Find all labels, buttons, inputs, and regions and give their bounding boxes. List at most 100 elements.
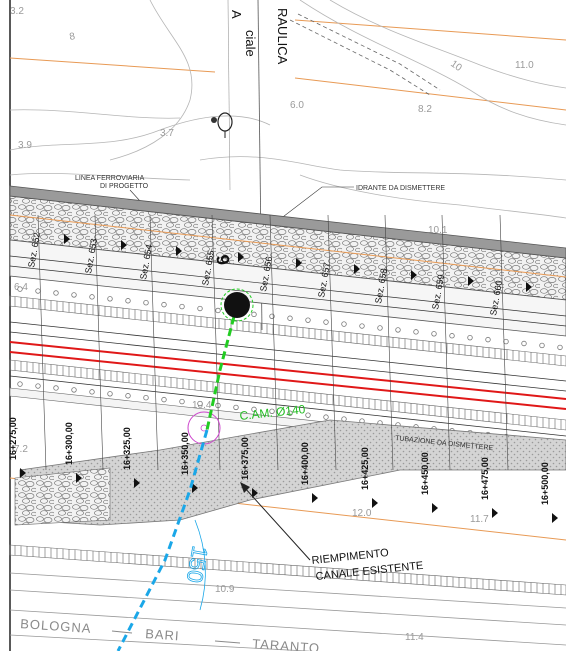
section-line (37, 214, 47, 471)
section-line (441, 214, 451, 471)
chainage-arrow (492, 508, 498, 518)
idrante-marker-ring (220, 288, 254, 322)
embankment-circle (413, 329, 419, 335)
section-arrow (64, 234, 70, 244)
section-arrow (411, 270, 417, 280)
chainage-label: 16+425,00 (360, 447, 370, 490)
track-circle (71, 387, 77, 393)
riempimento-leader (243, 486, 311, 561)
embankment-circle (71, 292, 77, 298)
idrante-label: IDRANTE DA DISMETTERE (356, 185, 445, 192)
road-name-bologna: BOLOGNA (20, 616, 92, 636)
marker-number-9: 9 (212, 253, 233, 266)
top-road-name-1: ciale (243, 30, 258, 57)
embankment-circle (161, 301, 167, 308)
elevation-label: 3.2 (10, 6, 24, 17)
embankment-circle (179, 303, 185, 310)
embankment-circle (35, 288, 41, 294)
section-arrow (354, 264, 360, 274)
elevation-label: 10.9 (215, 584, 235, 595)
rail-label-line2: DI PROGETTO (100, 183, 149, 190)
embankment-circle (107, 296, 113, 302)
embankment-circle (197, 305, 203, 312)
track-circle (305, 412, 311, 418)
track-circle (107, 391, 113, 397)
formation-band (9, 239, 566, 337)
section-line (211, 214, 221, 471)
elevation-label: 12.0 (352, 508, 372, 519)
chainage-label: 16+475,00 (480, 457, 490, 500)
fence-band-mid (9, 359, 566, 431)
chainage-label: 16+275,00 (8, 417, 18, 460)
top-road-name-2: A (229, 10, 244, 19)
embankment-circle (539, 342, 545, 349)
rail-label-line1: LINEA FERROVIARIA (75, 175, 145, 182)
tree-symbol (217, 112, 233, 138)
chainage-arrow (432, 503, 438, 513)
chainage-label: 16+400,00 (300, 442, 310, 485)
section-arrow (176, 246, 182, 256)
embankment-circle (449, 333, 455, 339)
track-circle (323, 414, 329, 420)
embankment-circle (53, 290, 59, 296)
railway-black-lines (9, 321, 566, 437)
track-circle (269, 408, 275, 414)
embankment-circle (323, 319, 329, 325)
canal-gravel-patch (14, 467, 111, 526)
embankment-circle (269, 313, 275, 319)
embankment-circle (359, 323, 365, 329)
embankment-circle (287, 315, 293, 321)
chainage-arrow (312, 493, 318, 503)
section-arrow (238, 252, 244, 262)
canal-fill-area (19, 419, 566, 526)
embankment-circle (395, 327, 401, 333)
section-arrow (526, 282, 532, 292)
elevation-label: 3.9 (18, 140, 32, 151)
railway-red-lines (9, 341, 566, 410)
top-road-name-3: RAULICA (275, 8, 290, 65)
embankment-circle (89, 294, 95, 300)
elevation-label: 11.4 (405, 632, 424, 643)
section-arrow (296, 258, 302, 268)
road-dash-1 (111, 630, 133, 634)
elevation-label: 10.1 (428, 225, 448, 236)
chainage-label: 16+375,00 (240, 437, 250, 480)
section-line (327, 214, 337, 471)
embankment-circle (467, 334, 473, 341)
chainage-arrow (20, 468, 26, 478)
elevation-label: 6.0 (290, 100, 304, 111)
ballast-edge-top (9, 185, 566, 259)
track-circle (179, 398, 185, 405)
chainage-label: 16+300,00 (64, 422, 74, 465)
section-arrow (121, 240, 127, 250)
fence-band-upper (9, 295, 566, 367)
chainage-label: 16+450,00 (420, 452, 430, 495)
section-line (269, 214, 279, 471)
embankment-circle (143, 299, 149, 306)
chainage-arrow (134, 478, 140, 488)
chainage-label: 16+500,00 (540, 462, 550, 505)
dashed-boundaries (289, 13, 441, 96)
section-line (384, 214, 394, 471)
section-arrow (468, 276, 474, 286)
track-circle (251, 406, 257, 413)
embankment-circle (251, 311, 257, 318)
embankment-circle (431, 331, 437, 337)
chainage-arrow (372, 498, 378, 508)
road-lines (9, 572, 566, 651)
track-circle (89, 389, 95, 395)
elevation-label: 7.2 (14, 444, 28, 455)
track-circle (53, 385, 59, 391)
elevation-label: 3.7 (160, 128, 174, 139)
shrub-symbol (211, 117, 217, 123)
chainage-arrow (192, 483, 198, 493)
elevation-label: 11.0 (515, 60, 534, 71)
track-circle (35, 383, 41, 389)
terrain-contours (9, 0, 566, 219)
embankment-circle (17, 286, 23, 292)
ballast-orange-centerline (9, 214, 566, 278)
track-circle (287, 410, 293, 416)
embankment-circle (215, 307, 221, 314)
